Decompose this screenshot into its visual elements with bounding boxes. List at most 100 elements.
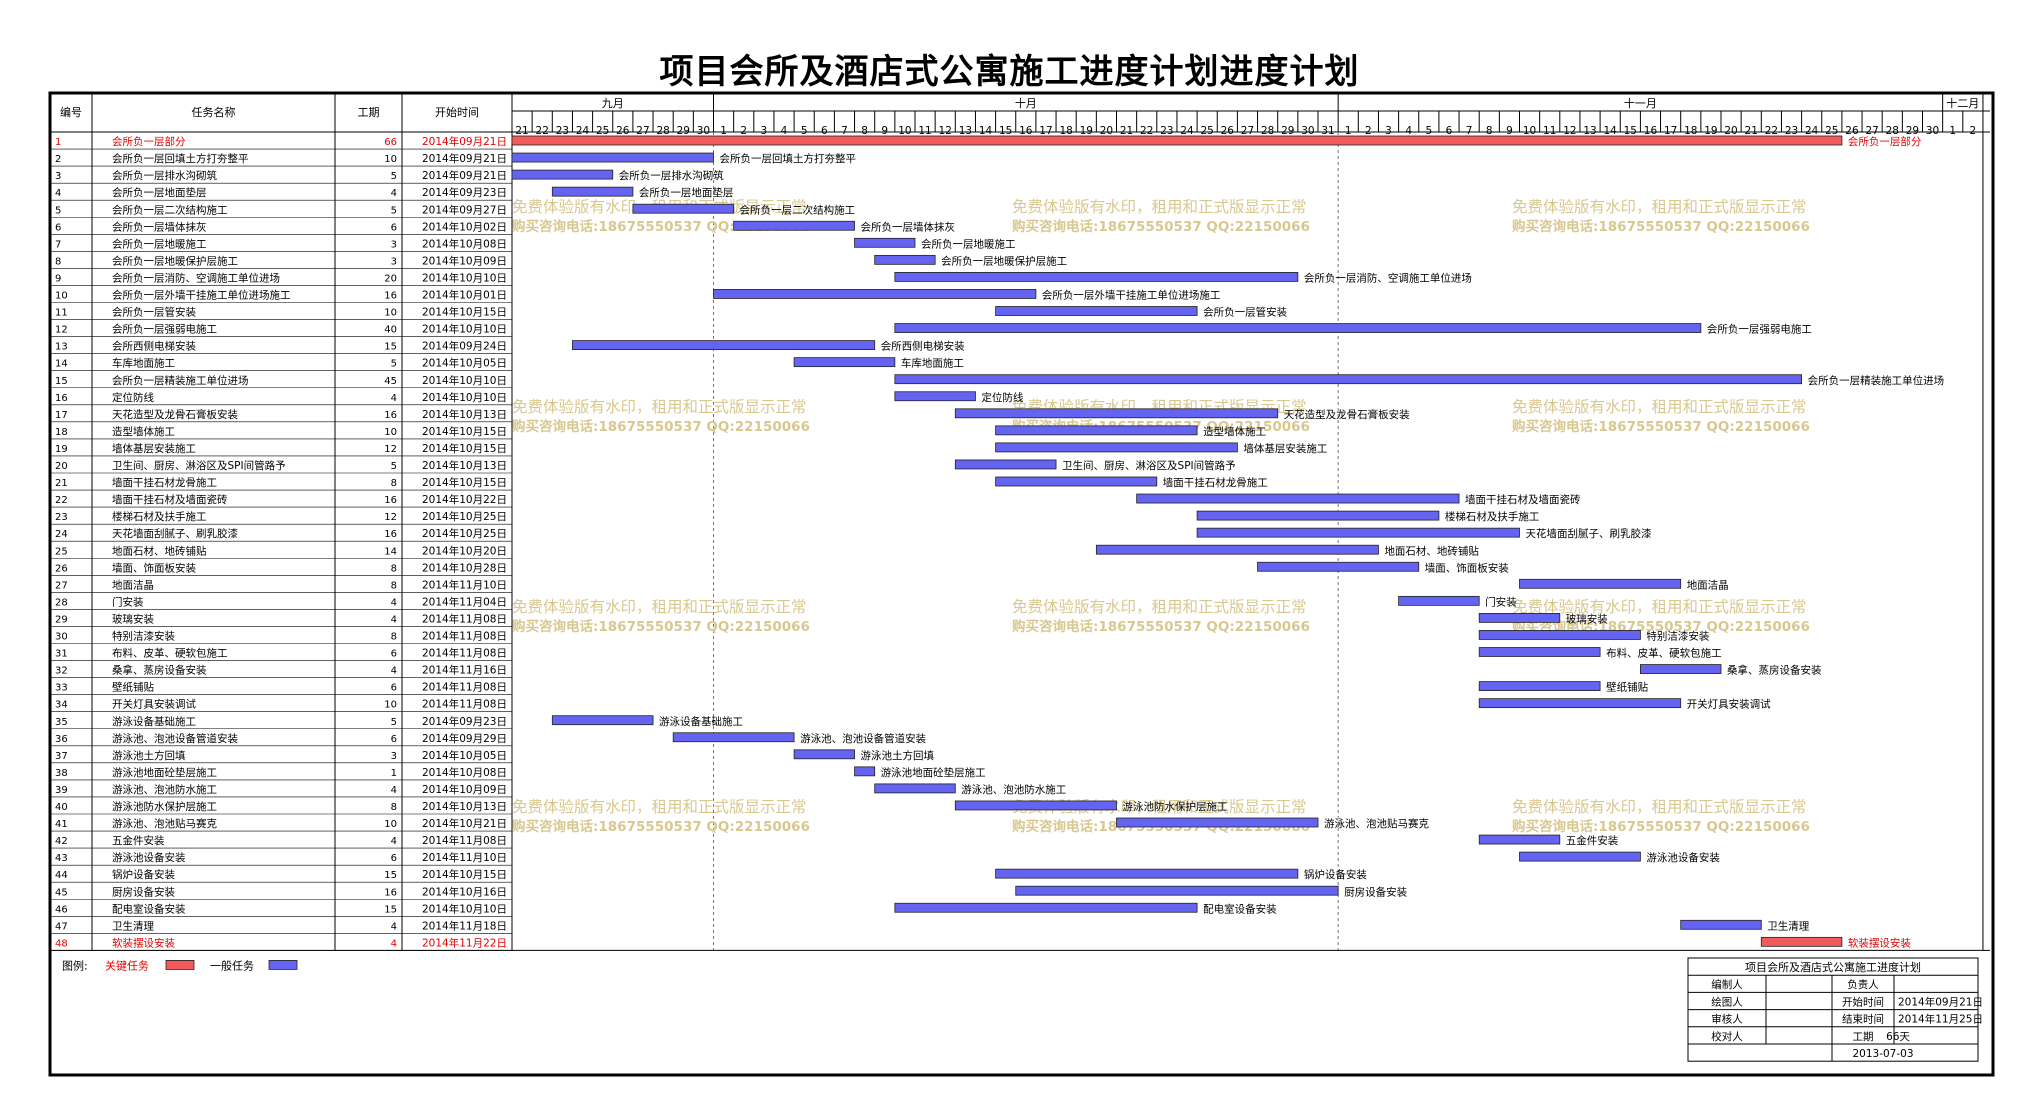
task-start: 2014年10月15日 [422, 476, 507, 489]
info-cell: 开始时间 [1842, 995, 1884, 1008]
day-label: 24 [1805, 125, 1819, 137]
task-start: 2014年11月08日 [422, 630, 507, 643]
day-label: 23 [1160, 125, 1173, 137]
day-label: 18 [1684, 125, 1697, 137]
watermark-text: 购买咨询电话:18675550537 QQ:22150066 [1512, 218, 1810, 235]
task-id: 20 [55, 461, 68, 472]
bar-label: 游泳池地面砼垫层施工 [881, 766, 986, 779]
task-name: 卫生清理 [112, 919, 154, 932]
task-id: 21 [55, 478, 68, 489]
task-id: 29 [55, 614, 68, 625]
task-bar [854, 237, 916, 248]
bar-label: 会所负一层外墙干挂施工单位进场施工 [1042, 289, 1221, 302]
task-duration: 5 [391, 461, 397, 472]
task-name: 游泳池、泡池贴马赛克 [112, 817, 217, 830]
header-duration: 工期 [358, 106, 380, 119]
task-start: 2014年11月10日 [422, 851, 507, 864]
task-bar [1478, 834, 1561, 845]
task-start: 2014年10月20日 [422, 544, 507, 557]
task-duration: 3 [391, 751, 397, 762]
watermark-text: 免费体验版有水印，租用和正式版显示正常 [1012, 598, 1307, 616]
bar-label: 游泳池设备安装 [1646, 851, 1720, 864]
task-id: 5 [55, 205, 61, 216]
task-name: 会所西侧电梯安装 [112, 340, 196, 353]
day-label: 6 [1446, 125, 1453, 137]
task-id: 9 [55, 273, 61, 284]
bar-label: 造型墙体施工 [1203, 425, 1266, 438]
task-id: 8 [55, 256, 61, 267]
month-label: 十月 [1015, 96, 1037, 110]
task-id: 40 [55, 802, 68, 813]
task-name: 会所负一层排水沟砌筑 [112, 169, 217, 182]
task-name: 会所负一层墙体抹灰 [112, 220, 207, 233]
task-start: 2014年10月10日 [422, 902, 507, 915]
day-label: 15 [999, 125, 1012, 137]
task-start: 2014年10月16日 [422, 885, 507, 898]
day-label: 7 [841, 125, 848, 137]
day-label: 8 [861, 125, 868, 137]
day-label: 30 [697, 125, 710, 137]
bar-label: 墙面干挂石材及墙面瓷砖 [1465, 493, 1581, 506]
watermark-text: 购买咨询电话:18675550537 QQ:22150066 [1012, 218, 1310, 235]
task-name: 会所负一层地面垫层 [112, 186, 207, 199]
task-id: 14 [55, 359, 68, 370]
month-label: 九月 [602, 97, 624, 110]
task-duration: 10 [384, 308, 397, 319]
task-duration: 6 [391, 222, 397, 233]
task-name: 游泳池防水保护层施工 [112, 800, 217, 813]
month-label: 十二月 [1946, 96, 1979, 110]
bar-label: 游泳池、泡池防水施工 [961, 783, 1066, 796]
task-start: 2014年10月13日 [422, 800, 507, 813]
task-name: 布料、皮革、硬软包施工 [112, 647, 228, 660]
header-name: 任务名称 [192, 105, 236, 119]
day-label: 21 [1120, 125, 1133, 137]
task-id: 11 [55, 308, 68, 319]
watermark-text: 购买咨询电话:18675550537 QQ:22150066 [512, 618, 810, 635]
task-start: 2014年10月09日 [422, 783, 507, 796]
task-bar [1196, 510, 1440, 521]
task-duration: 6 [391, 734, 397, 745]
day-label: 18 [1059, 125, 1072, 137]
task-bar [713, 289, 1037, 299]
task-start: 2014年10月22日 [422, 493, 507, 506]
task-bar [733, 220, 855, 231]
task-name: 墙面干挂石材龙骨施工 [112, 476, 217, 489]
day-label: 29 [677, 125, 690, 137]
task-bar [1640, 664, 1722, 674]
task-start: 2014年11月08日 [422, 681, 507, 694]
bar-label: 会所负一层回填土方打夯整平 [720, 152, 857, 165]
bar-label: 游泳池土方回填 [861, 749, 935, 762]
task-duration: 40 [384, 325, 397, 336]
task-id: 46 [55, 904, 68, 915]
task-duration: 15 [384, 870, 397, 881]
task-start: 2014年10月10日 [422, 323, 507, 336]
task-name: 特别洁漆安装 [112, 630, 175, 643]
task-bar [954, 800, 1117, 811]
task-name: 游泳池土方回填 [112, 749, 186, 762]
task-start: 2014年09月23日 [422, 715, 507, 728]
task-id: 13 [55, 342, 68, 353]
task-duration: 12 [384, 444, 397, 455]
task-id: 6 [55, 222, 61, 233]
task-name: 壁纸铺贴 [112, 681, 154, 694]
day-label: 1 [720, 125, 727, 137]
task-bar [1478, 681, 1601, 691]
watermark-text: 免费体验版有水印，租用和正式版显示正常 [1512, 598, 1807, 616]
task-bar [793, 749, 855, 760]
day-label: 13 [959, 125, 972, 137]
day-label: 4 [1405, 125, 1412, 137]
bar-label: 壁纸铺贴 [1606, 681, 1648, 694]
task-duration: 4 [391, 836, 397, 847]
task-bar [954, 459, 1057, 470]
task-start: 2014年10月08日 [422, 766, 507, 779]
task-duration: 16 [384, 495, 397, 506]
task-start: 2014年11月22日 [422, 936, 507, 949]
bar-label: 地面洁晶 [1687, 578, 1729, 591]
bar-label: 会所负一层精装施工单位进场 [1808, 374, 1945, 387]
task-start: 2014年11月10日 [422, 578, 507, 591]
task-name: 会所负一层回填土方打夯整平 [112, 152, 249, 165]
task-start: 2014年09月21日 [422, 169, 507, 182]
bar-label: 五金件安装 [1566, 834, 1619, 847]
task-bar [572, 340, 876, 351]
task-bar [954, 408, 1279, 419]
